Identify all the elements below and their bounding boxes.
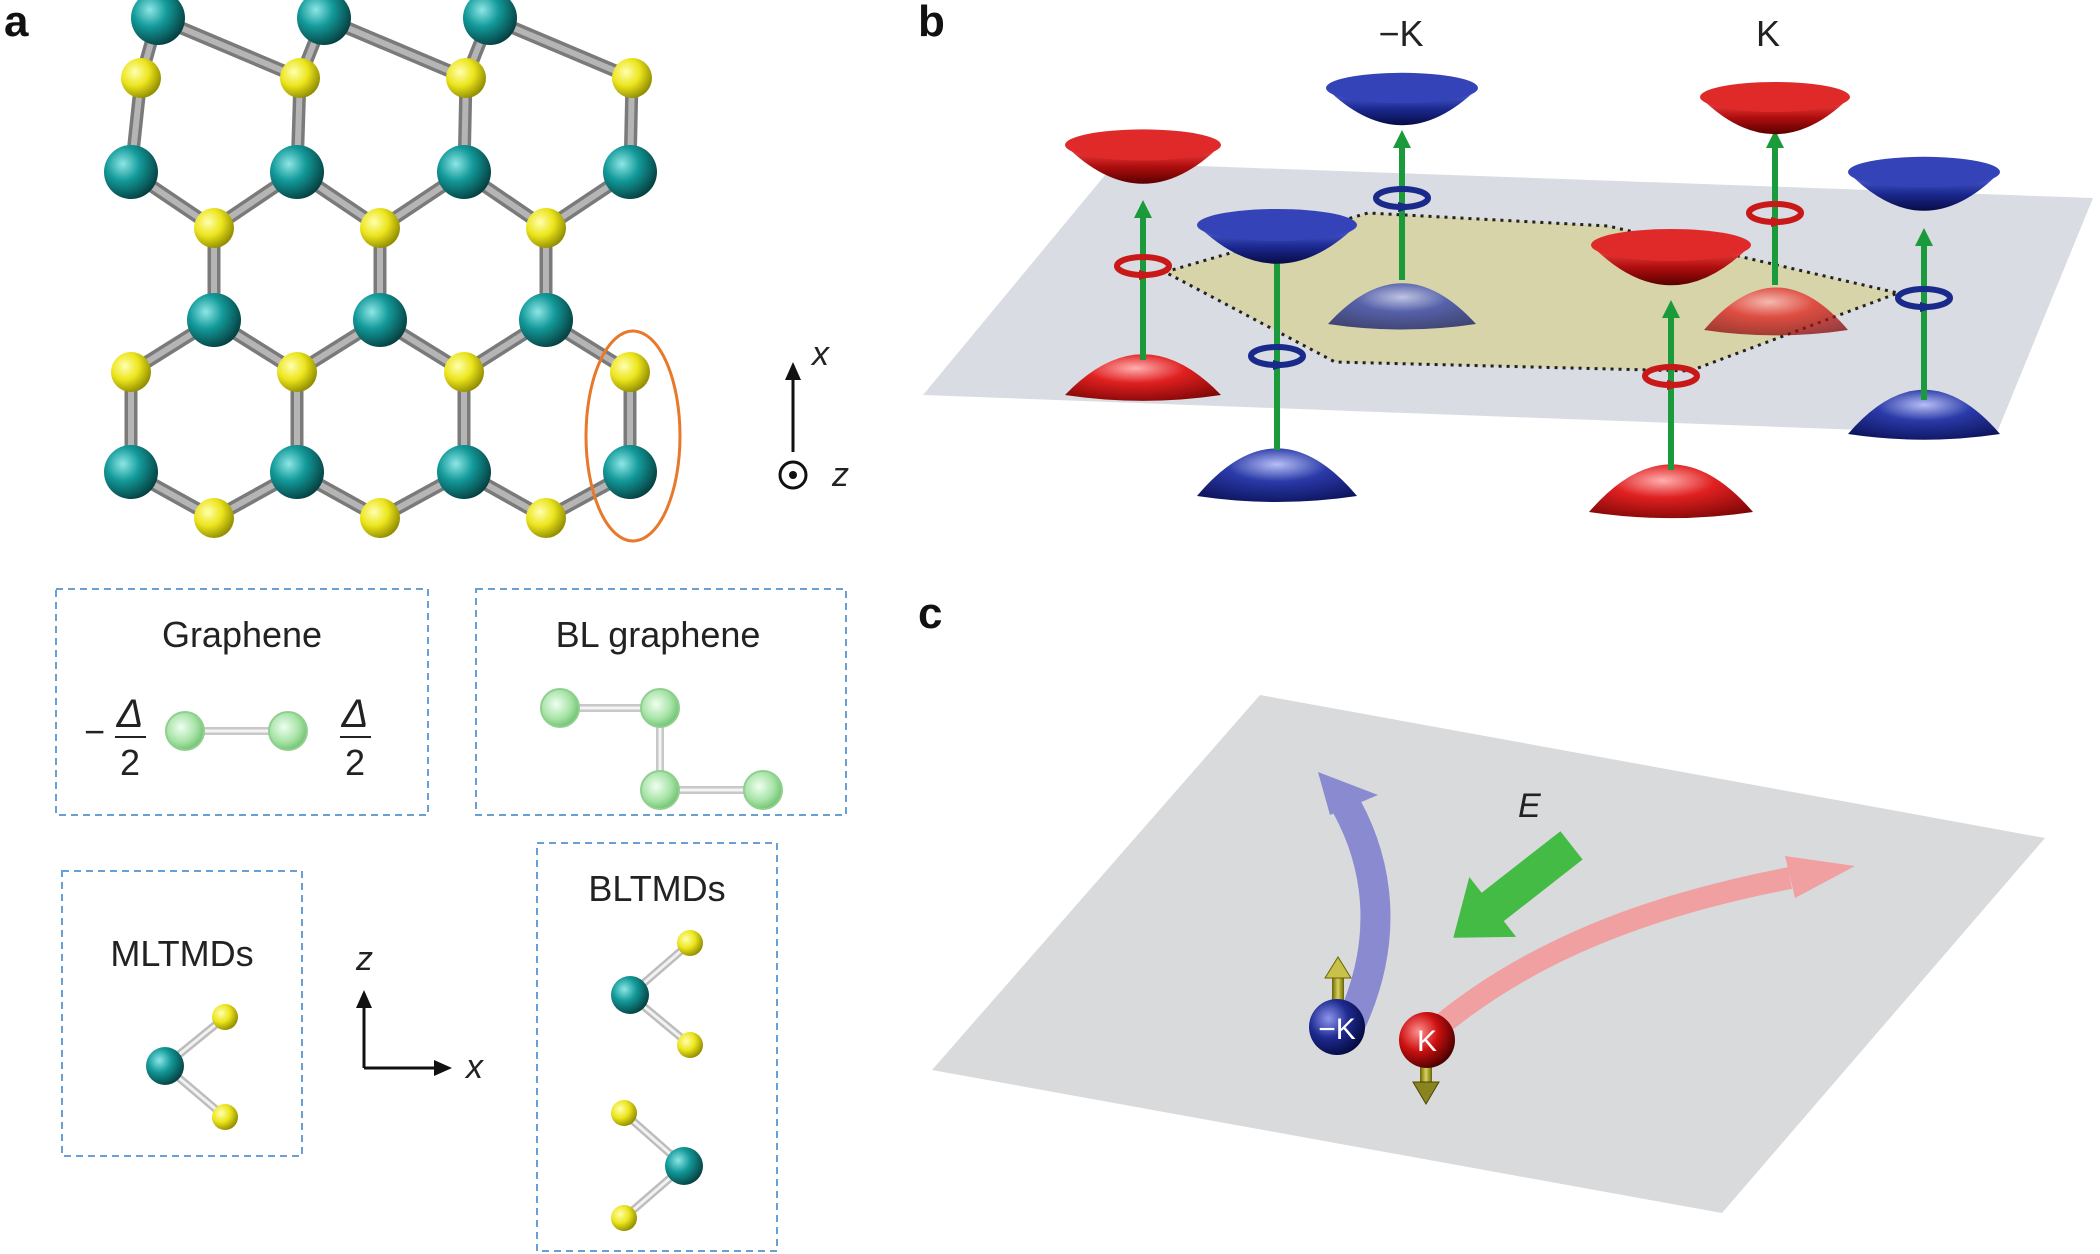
bl-carbon-atom-1 (540, 688, 580, 728)
bl-bottom-metal-atom (665, 1147, 703, 1185)
honeycomb-lattice (104, 0, 657, 538)
panel-a: a x z Graphene − Δ 2 Δ 2 (4, 0, 849, 1252)
axis-z-label-bottom: z (355, 940, 373, 978)
axis-x-label: x (810, 335, 830, 373)
bl-top-chalcogen-1 (677, 930, 703, 956)
lattice-axes: x z (778, 335, 849, 494)
chalcogen-atom (277, 352, 317, 392)
panel-letter-a: a (4, 0, 29, 46)
bl-bottom-chalcogen-2 (611, 1205, 637, 1231)
berry-curvature-arrow (1662, 300, 1680, 318)
metal-atom (270, 445, 324, 499)
berry-curvature-arrow (1766, 130, 1784, 148)
bl-bottom-chalcogen-1 (611, 1100, 637, 1126)
chalcogen-atom (360, 498, 400, 538)
minus-k-particle-label: −K (1318, 1013, 1356, 1046)
metal-atom (437, 145, 491, 199)
ml-chalcogen-bottom (212, 1104, 238, 1130)
berry-curvature-arrow (1134, 200, 1152, 218)
k-path-arrowhead (1785, 856, 1855, 898)
bltmds-box: BLTMDs (536, 842, 778, 1252)
chalcogen-atom (526, 208, 566, 248)
bl-carbon-atom-4 (743, 770, 783, 810)
k-deflection-path (1427, 867, 1793, 1039)
k-particle: K (1399, 1012, 1455, 1105)
chalcogen-atom (610, 352, 650, 392)
valence-band-dome (1328, 283, 1476, 330)
bl-carbon-atom-2 (640, 688, 680, 728)
ml-chalcogen-top (212, 1004, 238, 1030)
metal-atom (603, 445, 657, 499)
graphene-minus-sign: − (84, 711, 105, 752)
graphene-left-frac-num: Δ (116, 692, 144, 736)
graphene-title: Graphene (162, 614, 322, 655)
minus-k-path-arrowhead (1318, 772, 1378, 815)
valence-band-dome (1704, 287, 1848, 336)
valley-label-minus-k: −K (1378, 13, 1423, 54)
metal-atom (187, 293, 241, 347)
chalcogen-atom (194, 208, 234, 248)
panel-letter-b: b (918, 0, 945, 46)
metal-atom (131, 0, 185, 45)
metal-atom (353, 293, 407, 347)
panel-b: b −K K (918, 0, 2093, 519)
bltmds-title: BLTMDs (588, 868, 725, 909)
metal-atom (463, 0, 517, 45)
chalcogen-atom (111, 352, 151, 392)
metal-atom (519, 293, 573, 347)
chalcogen-atom (446, 58, 486, 98)
metal-atom (104, 445, 158, 499)
chalcogen-atom (360, 208, 400, 248)
panel-c: c E −K K (918, 589, 2045, 1213)
panel-letter-c: c (918, 589, 942, 638)
graphene-left-frac-den: 2 (120, 742, 140, 783)
chalcogen-atom (444, 352, 484, 392)
bl-graphene-box: BL graphene (475, 588, 847, 816)
bl-carbon-atom-3 (640, 770, 680, 810)
chalcogen-atom (280, 58, 320, 98)
metal-atom (104, 145, 158, 199)
bl-top-metal-atom (611, 976, 649, 1014)
carbon-atom-a (165, 711, 205, 751)
valley-cones (1065, 72, 2000, 519)
berry-curvature-arrow (1915, 228, 1933, 246)
mltmds-title: MLTMDs (110, 933, 253, 974)
k-particle-label: K (1417, 1025, 1437, 1058)
carbon-atom-b (268, 711, 308, 751)
axis-x-label-bottom: x (464, 1048, 484, 1086)
chalcogen-atom (194, 498, 234, 538)
bl-top-chalcogen-2 (677, 1032, 703, 1058)
graphene-box: Graphene − Δ 2 Δ 2 (55, 588, 429, 816)
graphene-right-frac-num: Δ (341, 692, 369, 736)
bltmd-axes: z x (355, 940, 484, 1086)
metal-atom (603, 145, 657, 199)
graphene-right-frac-den: 2 (345, 742, 365, 783)
bl-graphene-title: BL graphene (556, 614, 761, 655)
unit-cell-highlight (584, 329, 682, 543)
metal-atom (270, 145, 324, 199)
chalcogen-atom (612, 58, 652, 98)
valence-band-dome (1848, 389, 2000, 440)
metal-atom (437, 445, 491, 499)
chalcogen-atom (121, 58, 161, 98)
metal-atom (297, 0, 351, 45)
minus-k-deflection-path (1327, 787, 1391, 1032)
mltmds-box: MLTMDs (61, 870, 303, 1157)
valley-label-k: K (1756, 13, 1780, 54)
electric-field-arrow (1453, 831, 1583, 938)
ml-metal-atom (146, 1047, 184, 1085)
transport-plane (932, 695, 2045, 1213)
axis-z-label: z (831, 456, 849, 494)
field-label: E (1518, 787, 1541, 825)
valence-band-dome (1197, 448, 1357, 502)
valence-band-dome (1589, 464, 1753, 519)
minus-k-particle: −K (1309, 956, 1365, 1055)
valence-band-dome (1065, 354, 1221, 401)
chalcogen-atom (526, 498, 566, 538)
berry-curvature-arrow (1393, 130, 1411, 148)
